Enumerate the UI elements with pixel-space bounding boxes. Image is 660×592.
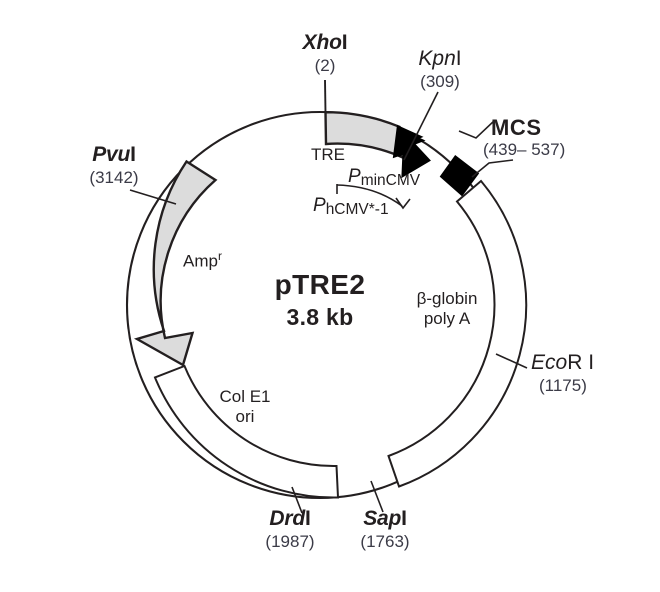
plasmid-size: 3.8 kb [286, 304, 354, 330]
site-position-sap: (1763) [360, 532, 410, 551]
site-drd-name: Drd [269, 507, 305, 530]
site-eco-tail: I [588, 351, 595, 374]
pmincmv-p: P [348, 166, 361, 187]
cole1-band [153, 364, 340, 499]
feature-label-cole1-line2: ori [235, 407, 255, 426]
site-label-sap: SapI [325, 507, 445, 531]
site-pvu-name: Pvu [92, 143, 131, 166]
phcmv-sub: hCMV*-1 [325, 201, 389, 218]
site-label-mcs: MCS [491, 115, 542, 140]
site-xho-name: Xho [302, 31, 342, 54]
feature-label-bglobin-line2: poly A [423, 309, 471, 328]
leader-pvu [129, 189, 177, 205]
amp-superscript: r [217, 249, 222, 263]
site-label-pvu: PvuI [54, 143, 174, 167]
leader-mcs-upper [458, 119, 496, 139]
feature-cole1 [153, 364, 340, 499]
pmincmv-arrowhead-inner [398, 130, 429, 175]
phcmv-curve [336, 184, 403, 207]
amp-text: Amp [183, 251, 218, 271]
site-position-eco: (1175) [539, 376, 587, 395]
site-kpn-roman: I [455, 47, 462, 70]
site-label-kpn: KpnI [385, 47, 495, 71]
site-position-mcs: (439– 537) [483, 140, 566, 159]
site-position-pvu: (3142) [89, 168, 139, 187]
site-eco-name: Eco [531, 351, 568, 374]
amp-arrow [133, 159, 218, 367]
site-drd-roman: I [304, 507, 311, 530]
feature-pmincmv [392, 124, 431, 179]
feature-bglobin [387, 179, 528, 488]
feature-label-cole1-line1: Col E1 [219, 387, 271, 406]
feature-label-tre: TRE [311, 145, 345, 164]
feature-label-amp: Ampr [183, 250, 222, 271]
pmincmv-sub: minCMV [360, 172, 421, 189]
leader-xho [324, 79, 327, 114]
site-pvu-roman: I [130, 143, 136, 166]
site-position-drd: (1987) [265, 532, 315, 551]
site-eco-roman: R [567, 351, 583, 374]
site-label-drd: DrdI [230, 507, 350, 531]
feature-label-phcmv: PhCMV*-1 [313, 195, 389, 219]
site-sap-name: Sap [363, 507, 402, 530]
site-label-eco: EcoR I [531, 351, 595, 375]
site-xho-roman: I [341, 31, 348, 54]
feature-label-bglobin-line1: β-globin [416, 289, 478, 308]
site-position-xho: (2) [314, 56, 336, 75]
leader-eco [495, 353, 528, 369]
site-position-kpn: (309) [420, 72, 460, 91]
leader-mcs-lower [471, 159, 514, 178]
leader-kpn [403, 91, 439, 161]
leader-drd [291, 486, 303, 514]
plasmid-name: pTRE2 [274, 269, 366, 300]
phcmv-p: P [313, 195, 326, 216]
mcs-block [439, 154, 480, 197]
site-sap-roman: I [401, 507, 407, 530]
phcmv-arrow-tip [395, 197, 411, 210]
leader-sap [370, 480, 384, 513]
bglobin-band [387, 179, 528, 488]
site-kpn-name: Kpn [418, 47, 456, 70]
feature-mcs-block [439, 154, 480, 197]
feature-amp [133, 159, 218, 367]
site-label-xho: XhoI [265, 31, 385, 55]
feature-label-pmincmv: PminCMV [348, 166, 421, 190]
